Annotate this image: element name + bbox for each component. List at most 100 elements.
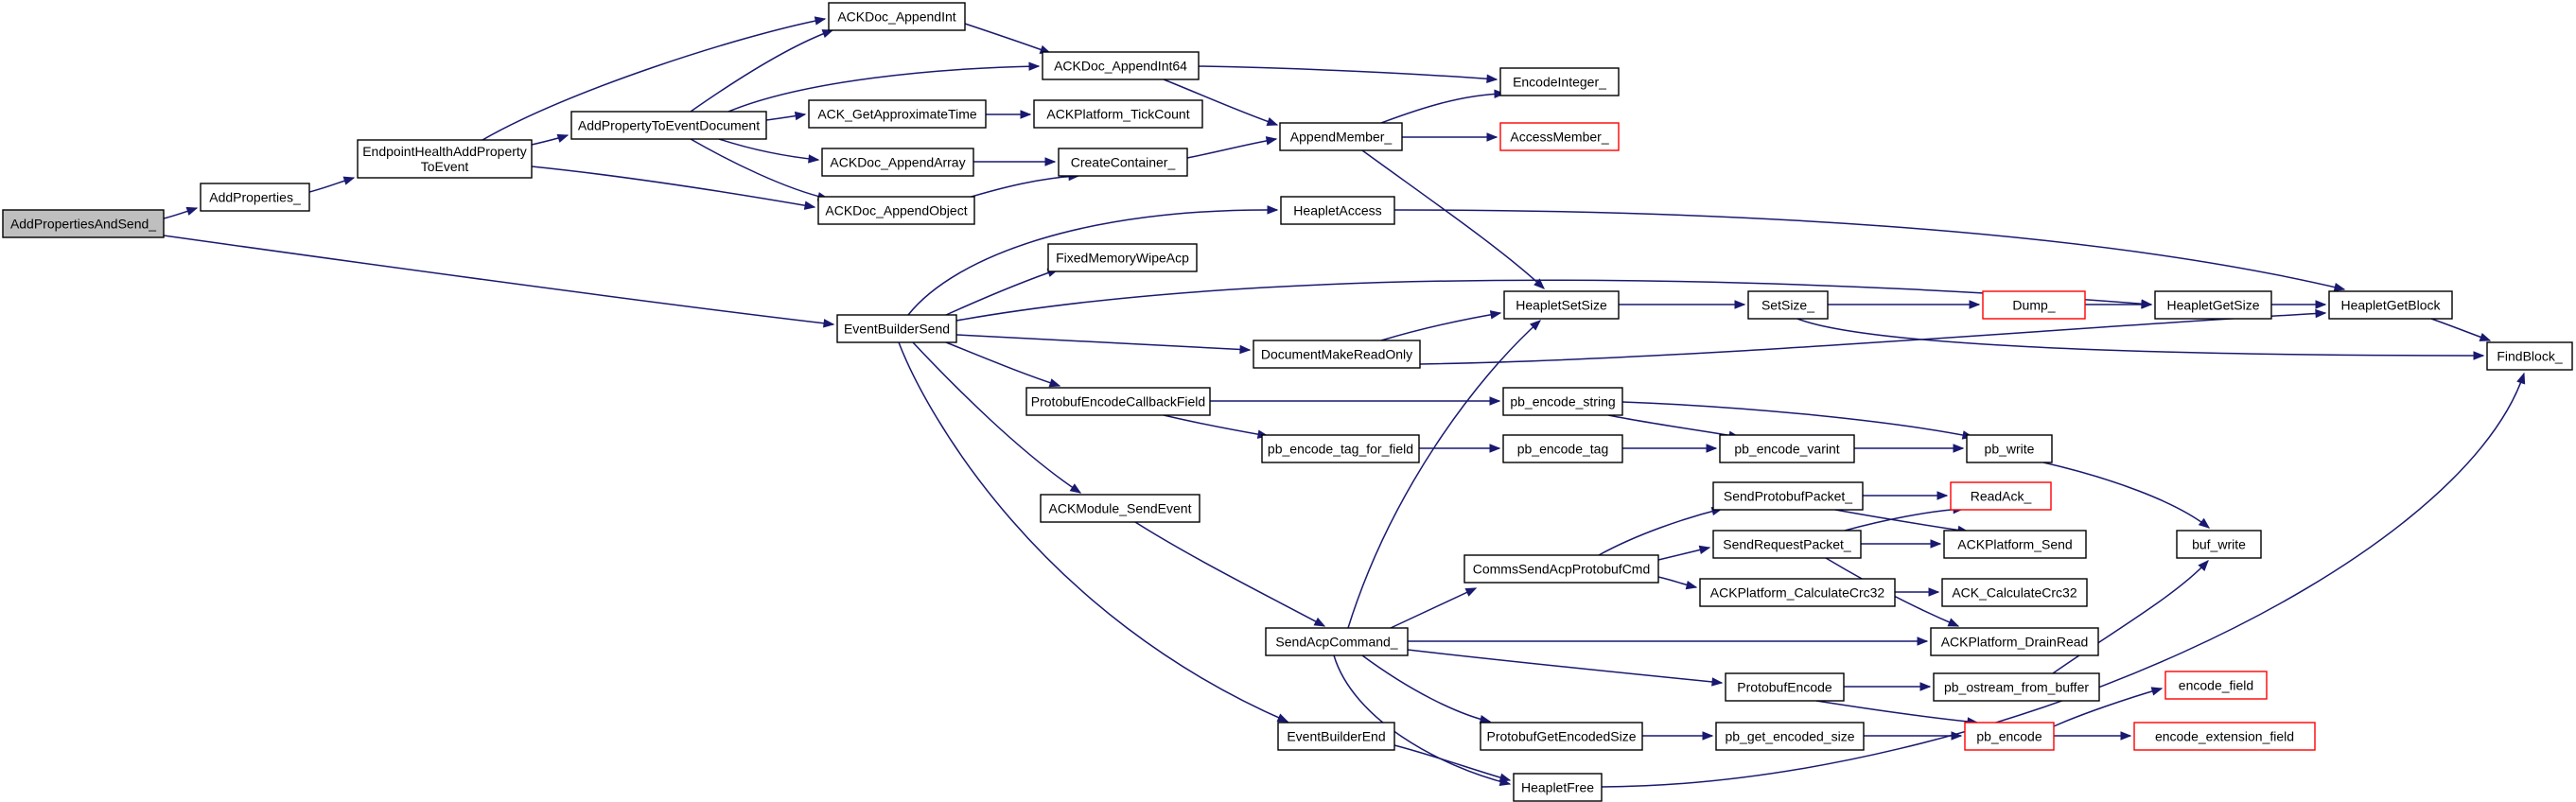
function-node-appendint[interactable]: ACKDoc_AppendInt [828, 2, 966, 31]
function-node-pbencvarint[interactable]: pb_encode_varint [1719, 434, 1855, 463]
function-node-setsize[interactable]: SetSize_ [1747, 290, 1829, 320]
node-label: AppendMember_ [1290, 130, 1393, 145]
function-node-findblock[interactable]: FindBlock_ [2486, 341, 2573, 371]
function-node-dump[interactable]: Dump_ [1982, 290, 2086, 320]
node-label: encode_extension_field [2155, 729, 2294, 744]
function-node-appendobject[interactable]: ACKDoc_AppendObject [817, 196, 975, 225]
call-edge-pbencstring-to-pbwrite [1621, 401, 1974, 440]
function-node-getapproxtime[interactable]: ACK_GetApproximateTime [808, 99, 987, 129]
function-node-pbenctagfield[interactable]: pb_encode_tag_for_field [1261, 434, 1420, 463]
function-node-pbgetencsz2[interactable]: pb_get_encoded_size [1715, 722, 1865, 751]
node-label: HeapletGetBlock [2340, 298, 2441, 313]
node-box [1047, 243, 1198, 272]
function-node-ackcrc[interactable]: ACK_CalculateCrc32 [1941, 578, 2088, 607]
call-edge-setsize-to-dump [1828, 300, 1981, 309]
call-edge-sendacpcmd-to-heapletsetsize [1347, 320, 1542, 629]
function-node-appendmember[interactable]: AppendMember_ [1279, 122, 1403, 151]
function-node-sendevent[interactable]: ACKModule_SendEvent [1040, 494, 1200, 523]
call-edge-evbuildersend-to-pbencodecb [945, 341, 1061, 388]
function-node-docreadonly[interactable]: DocumentMakeReadOnly [1253, 340, 1421, 369]
node-box [1699, 578, 1896, 607]
function-node-appendarray[interactable]: ACKDoc_AppendArray [821, 148, 974, 177]
node-box [2176, 530, 2262, 559]
node-box [2164, 671, 2268, 700]
function-node-sendprotopkt[interactable]: SendProtobufPacket_ [1712, 481, 1864, 511]
function-node-heapletsetsize[interactable]: HeapletSetSize [1503, 290, 1620, 320]
function-node-encodeinteger[interactable]: EncodeInteger_ [1499, 67, 1620, 96]
function-node-fixedmem[interactable]: FixedMemoryWipeAcp [1047, 243, 1198, 272]
function-node-heapletaccess[interactable]: HeapletAccess [1280, 196, 1395, 225]
function-node-createcontainer[interactable]: CreateContainer_ [1058, 148, 1188, 177]
function-node-appendint64[interactable]: ACKDoc_AppendInt64 [1042, 51, 1200, 80]
function-node-addpropevdoc[interactable]: AddPropertyToEventDocument [570, 111, 767, 140]
node-box [1042, 51, 1200, 80]
call-edge-appendint-to-appendint64 [964, 23, 1052, 54]
function-node-platsend[interactable]: ACKPlatform_Send [1943, 530, 2087, 559]
node-label: ToEvent [421, 159, 469, 174]
function-node-calccrc[interactable]: ACKPlatform_CalculateCrc32 [1699, 578, 1896, 607]
call-edge-ehaddprop-to-appendint [482, 16, 827, 141]
node-label: FindBlock_ [2497, 349, 2562, 364]
function-node-evbuilderend[interactable]: EventBuilderEnd [1277, 722, 1395, 751]
function-node-commssend[interactable]: CommsSendAcpProtobufCmd [1463, 554, 1659, 584]
node-label: HeapletSetSize [1516, 298, 1607, 313]
function-node-drainread[interactable]: ACKPlatform_DrainRead [1930, 627, 2099, 656]
node-box [1261, 434, 1420, 463]
function-node-pbencode[interactable]: ProtobufEncode [1725, 672, 1845, 702]
function-node-encodeext[interactable]: encode_extension_field [2133, 722, 2316, 751]
call-edge-pbencodecb-to-pbencstring [1210, 396, 1501, 406]
function-node-pbencode2[interactable]: pb_encode [1964, 722, 2055, 751]
node-box [828, 2, 966, 31]
call-edge-sendevent-to-sendacpcmd [1134, 521, 1326, 627]
node-box [570, 111, 767, 140]
node-label: SendAcpCommand_ [1275, 635, 1397, 650]
node-label: ReadAck_ [1971, 489, 2032, 504]
function-node-accessmember[interactable]: AccessMember_ [1499, 122, 1620, 151]
function-node-tickcount[interactable]: ACKPlatform_TickCount [1033, 99, 1203, 129]
node-box [1277, 722, 1395, 751]
node-label: EventBuilderSend [844, 322, 950, 337]
function-node-addprops[interactable]: AddProperties_ [200, 183, 310, 212]
call-edge-sendprotopkt-to-readack [1863, 491, 1949, 500]
node-box [1480, 722, 1643, 751]
node-label: AddPropertyToEventDocument [578, 118, 760, 133]
function-node-sendreqpkt[interactable]: SendRequestPacket_ [1712, 530, 1862, 559]
function-node-pbgetencsize[interactable]: ProtobufGetEncodedSize [1480, 722, 1643, 751]
function-node-addpropsend[interactable]: AddPropertiesAndSend_ [2, 209, 165, 238]
function-node-heapletgetblock[interactable]: HeapletGetBlock [2328, 290, 2453, 320]
node-label: EncodeInteger_ [1513, 75, 1606, 90]
function-node-heapletfree[interactable]: HeapletFree [1513, 773, 1603, 802]
call-edge-pbgetencsz2-to-pbencode2 [1864, 731, 1963, 741]
node-label: ACKPlatform_TickCount [1046, 107, 1189, 122]
function-node-pbenctag[interactable]: pb_encode_tag [1502, 434, 1623, 463]
node-box [200, 183, 310, 212]
function-node-pbostream[interactable]: pb_ostream_from_buffer [1933, 672, 2100, 702]
function-node-readack[interactable]: ReadAck_ [1950, 481, 2052, 511]
node-label: ACKDoc_AppendArray [830, 155, 965, 170]
node-box [1499, 67, 1620, 96]
function-node-pbencstring[interactable]: pb_encode_string [1502, 387, 1623, 416]
function-node-encodefield[interactable]: encode_field [2164, 671, 2268, 700]
function-node-heapletgetsize[interactable]: HeapletGetSize [2154, 290, 2272, 320]
call-edge-pbencode2-to-encodeext [2054, 731, 2132, 741]
function-node-pbencodecb[interactable]: ProtobufEncodeCallbackField [1025, 387, 1211, 416]
function-node-sendacpcmd[interactable]: SendAcpCommand_ [1265, 627, 1409, 656]
node-box [1725, 672, 1845, 702]
node-box [2154, 290, 2272, 320]
call-edge-evbuilderend-to-heapletfree [1393, 744, 1512, 782]
call-edge-appendmember-to-encodeinteger [1380, 89, 1506, 124]
node-box [1719, 434, 1855, 463]
function-node-pbwrite[interactable]: pb_write [1966, 434, 2053, 463]
call-edge-docreadonly-to-heapletgetblock [1419, 308, 2327, 365]
node-label: CreateContainer_ [1071, 155, 1176, 170]
call-edge-appendarray-to-createcontainer [973, 157, 1057, 166]
function-node-bufwrite[interactable]: buf_write [2176, 530, 2262, 559]
node-label: EventBuilderEnd [1287, 729, 1385, 744]
function-node-evbuildersend[interactable]: EventBuilderSend [836, 314, 957, 343]
node-box [1040, 494, 1200, 523]
call-edge-addpropevdoc-to-getapproxtime [765, 111, 807, 121]
call-edge-dump-to-heapletgetsize [2085, 300, 2153, 309]
node-box [1966, 434, 2053, 463]
